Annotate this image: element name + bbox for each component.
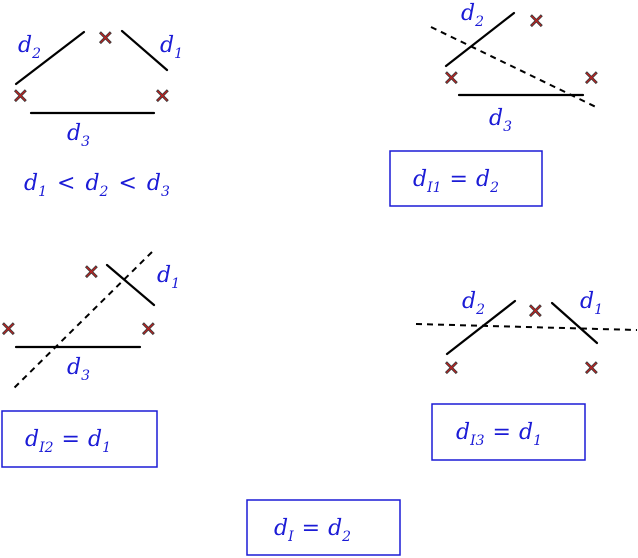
label-d2: d2 xyxy=(461,1,484,30)
result-box-dI2 xyxy=(1,410,158,468)
panel-top-left: ✕ ✕ ✕ d2 d1 d3 d1<d2<d3 xyxy=(12,26,183,200)
result-dI2: dI2=d1 xyxy=(25,427,111,456)
label-d1: d1 xyxy=(160,33,183,62)
result-dI: dI=d2 xyxy=(274,516,351,545)
cross-marker: ✕ xyxy=(83,260,100,284)
result-dI1: dI1=d2 xyxy=(413,167,499,196)
segment-d1 xyxy=(550,301,599,345)
result-box-dI3 xyxy=(431,403,586,461)
label-d3: d3 xyxy=(489,106,512,135)
cross-marker: ✕ xyxy=(583,66,600,90)
label-d2: d2 xyxy=(18,33,41,62)
cross-marker: ✕ xyxy=(528,9,545,33)
cross-marker: ✕ xyxy=(0,317,17,341)
cross-marker: ✕ xyxy=(12,84,29,108)
result-dI3: dI3=d1 xyxy=(456,420,542,449)
segment-d1 xyxy=(105,263,156,307)
label-d3: d3 xyxy=(67,121,90,150)
panel-mid-right: ✕ ✕ ✕ d2 d1 dI3=d1 xyxy=(415,289,638,461)
cross-marker: ✕ xyxy=(527,299,544,323)
cross-marker: ✕ xyxy=(443,356,460,380)
dashed-test-line xyxy=(415,323,638,331)
label-d1: d1 xyxy=(580,289,603,318)
segment-d2 xyxy=(444,11,516,68)
final-result: dI=d2 xyxy=(246,499,401,556)
cross-marker: ✕ xyxy=(154,84,171,108)
cross-marker: ✕ xyxy=(97,26,114,50)
segment-d1 xyxy=(120,29,169,72)
segment-d2 xyxy=(445,299,517,356)
label-d3: d3 xyxy=(67,355,90,384)
result-box-dI xyxy=(246,499,401,556)
segment-d2 xyxy=(14,30,86,86)
result-box-dI1 xyxy=(389,150,543,207)
cross-marker: ✕ xyxy=(140,317,157,341)
dashed-test-line xyxy=(430,26,599,109)
inequality-text: d1<d2<d3 xyxy=(24,171,170,200)
label-d2: d2 xyxy=(462,289,485,318)
panel-mid-left: ✕ ✕ ✕ d1 d3 dI2=d1 xyxy=(0,251,180,468)
cross-marker: ✕ xyxy=(443,66,460,90)
panel-top-right: ✕ ✕ ✕ d2 d3 dI1=d2 xyxy=(389,1,600,207)
label-d1: d1 xyxy=(157,263,180,292)
cross-marker: ✕ xyxy=(583,356,600,380)
